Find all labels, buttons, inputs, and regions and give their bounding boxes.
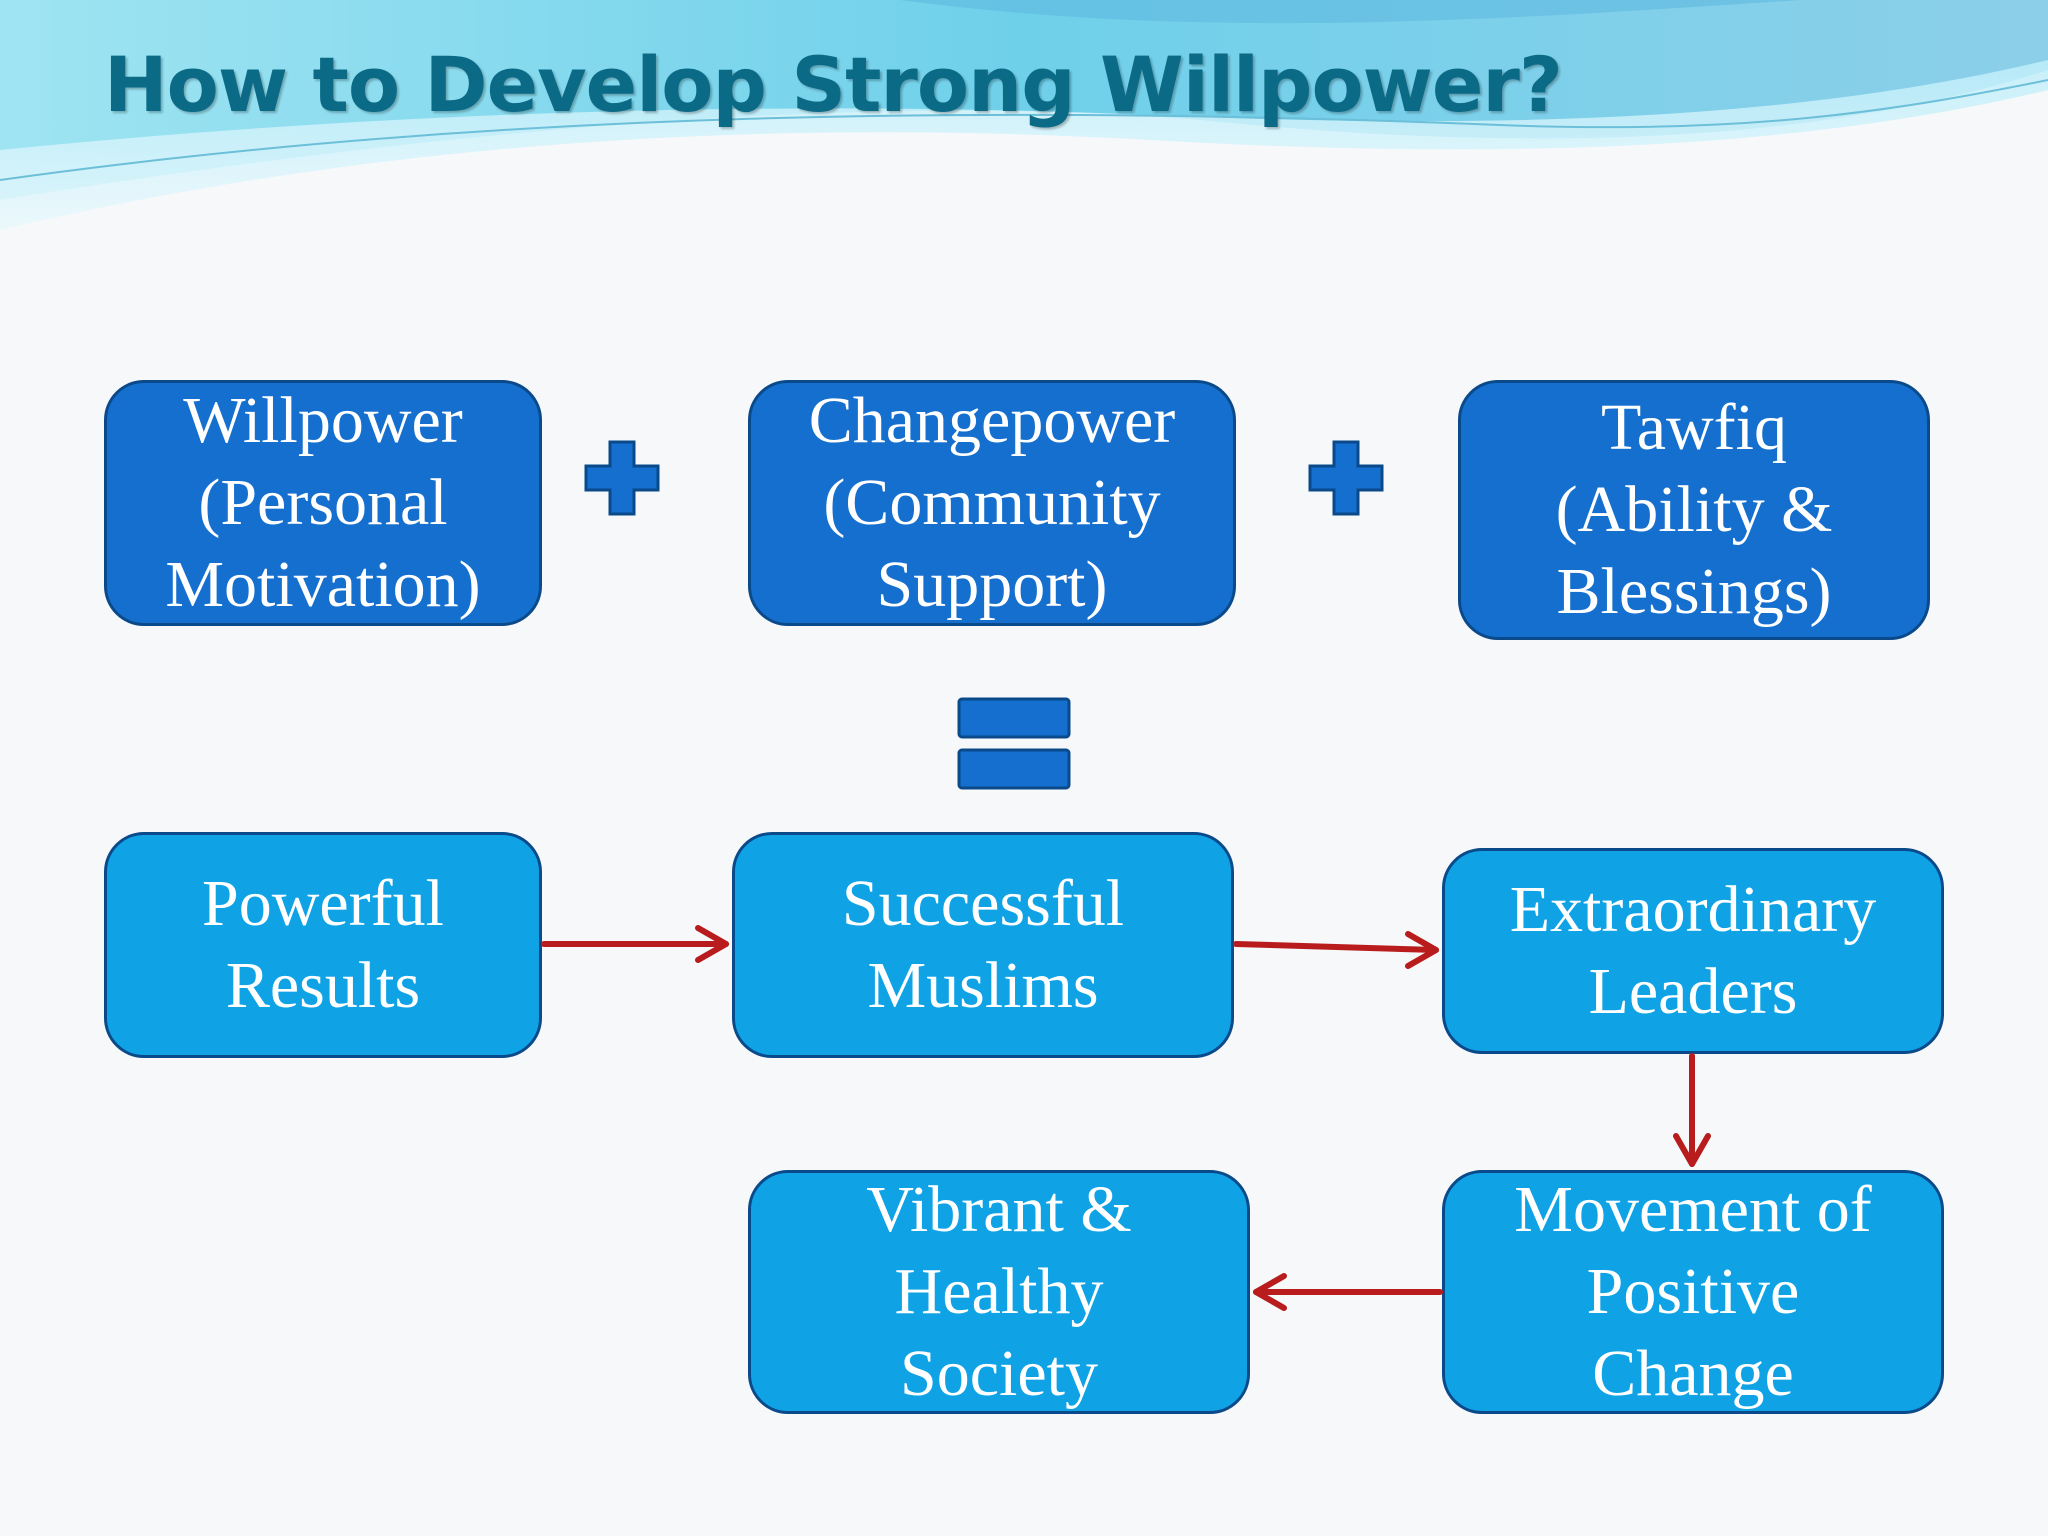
- box-line: Positive: [1586, 1255, 1800, 1328]
- box-line: (Ability &: [1555, 473, 1833, 546]
- willpower-box: Willpower (Personal Motivation): [104, 380, 542, 626]
- box-line: Powerful: [202, 867, 444, 940]
- box-line: Movement of: [1514, 1173, 1872, 1246]
- plus-icon: [584, 440, 660, 516]
- arrow-results-to-muslims: [541, 925, 729, 963]
- successful-muslims-box: Successful Muslims: [732, 832, 1234, 1058]
- powerful-results-box: Powerful Results: [104, 832, 542, 1058]
- arrow-muslims-to-leaders: [1233, 931, 1439, 969]
- box-line: Results: [225, 949, 421, 1022]
- slide-title: How to Develop Strong Willpower?: [104, 40, 1563, 129]
- extraordinary-leaders-box: Extraordinary Leaders: [1442, 848, 1944, 1054]
- arrow-movement-to-society: [1253, 1273, 1443, 1311]
- plus-icon: [1308, 440, 1384, 516]
- box-line: (Community: [823, 466, 1161, 539]
- box-line: Leaders: [1588, 955, 1798, 1028]
- box-line: Muslims: [867, 949, 1099, 1022]
- box-line: Healthy: [894, 1255, 1104, 1328]
- arrow-leaders-to-movement: [1673, 1053, 1711, 1167]
- box-line: Blessings): [1556, 555, 1832, 628]
- box-line: Society: [900, 1337, 1098, 1410]
- changepower-box: Changepower (Community Support): [748, 380, 1236, 626]
- box-line: Successful: [841, 867, 1125, 940]
- box-line: Tawfiq: [1601, 391, 1787, 464]
- box-line: Motivation): [165, 548, 481, 621]
- box-line: (Personal: [198, 466, 448, 539]
- box-line: Vibrant &: [866, 1173, 1132, 1246]
- vibrant-healthy-society-box: Vibrant & Healthy Society: [748, 1170, 1250, 1414]
- box-line: Willpower: [183, 384, 463, 457]
- movement-of-positive-change-box: Movement of Positive Change: [1442, 1170, 1944, 1414]
- box-line: Change: [1592, 1337, 1794, 1410]
- header-wave-decoration: [0, 0, 2048, 230]
- tawfiq-box: Tawfiq (Ability & Blessings): [1458, 380, 1930, 640]
- box-line: Extraordinary: [1509, 873, 1877, 946]
- equals-icon: [957, 697, 1071, 790]
- box-line: Support): [876, 548, 1108, 621]
- box-line: Changepower: [808, 384, 1176, 457]
